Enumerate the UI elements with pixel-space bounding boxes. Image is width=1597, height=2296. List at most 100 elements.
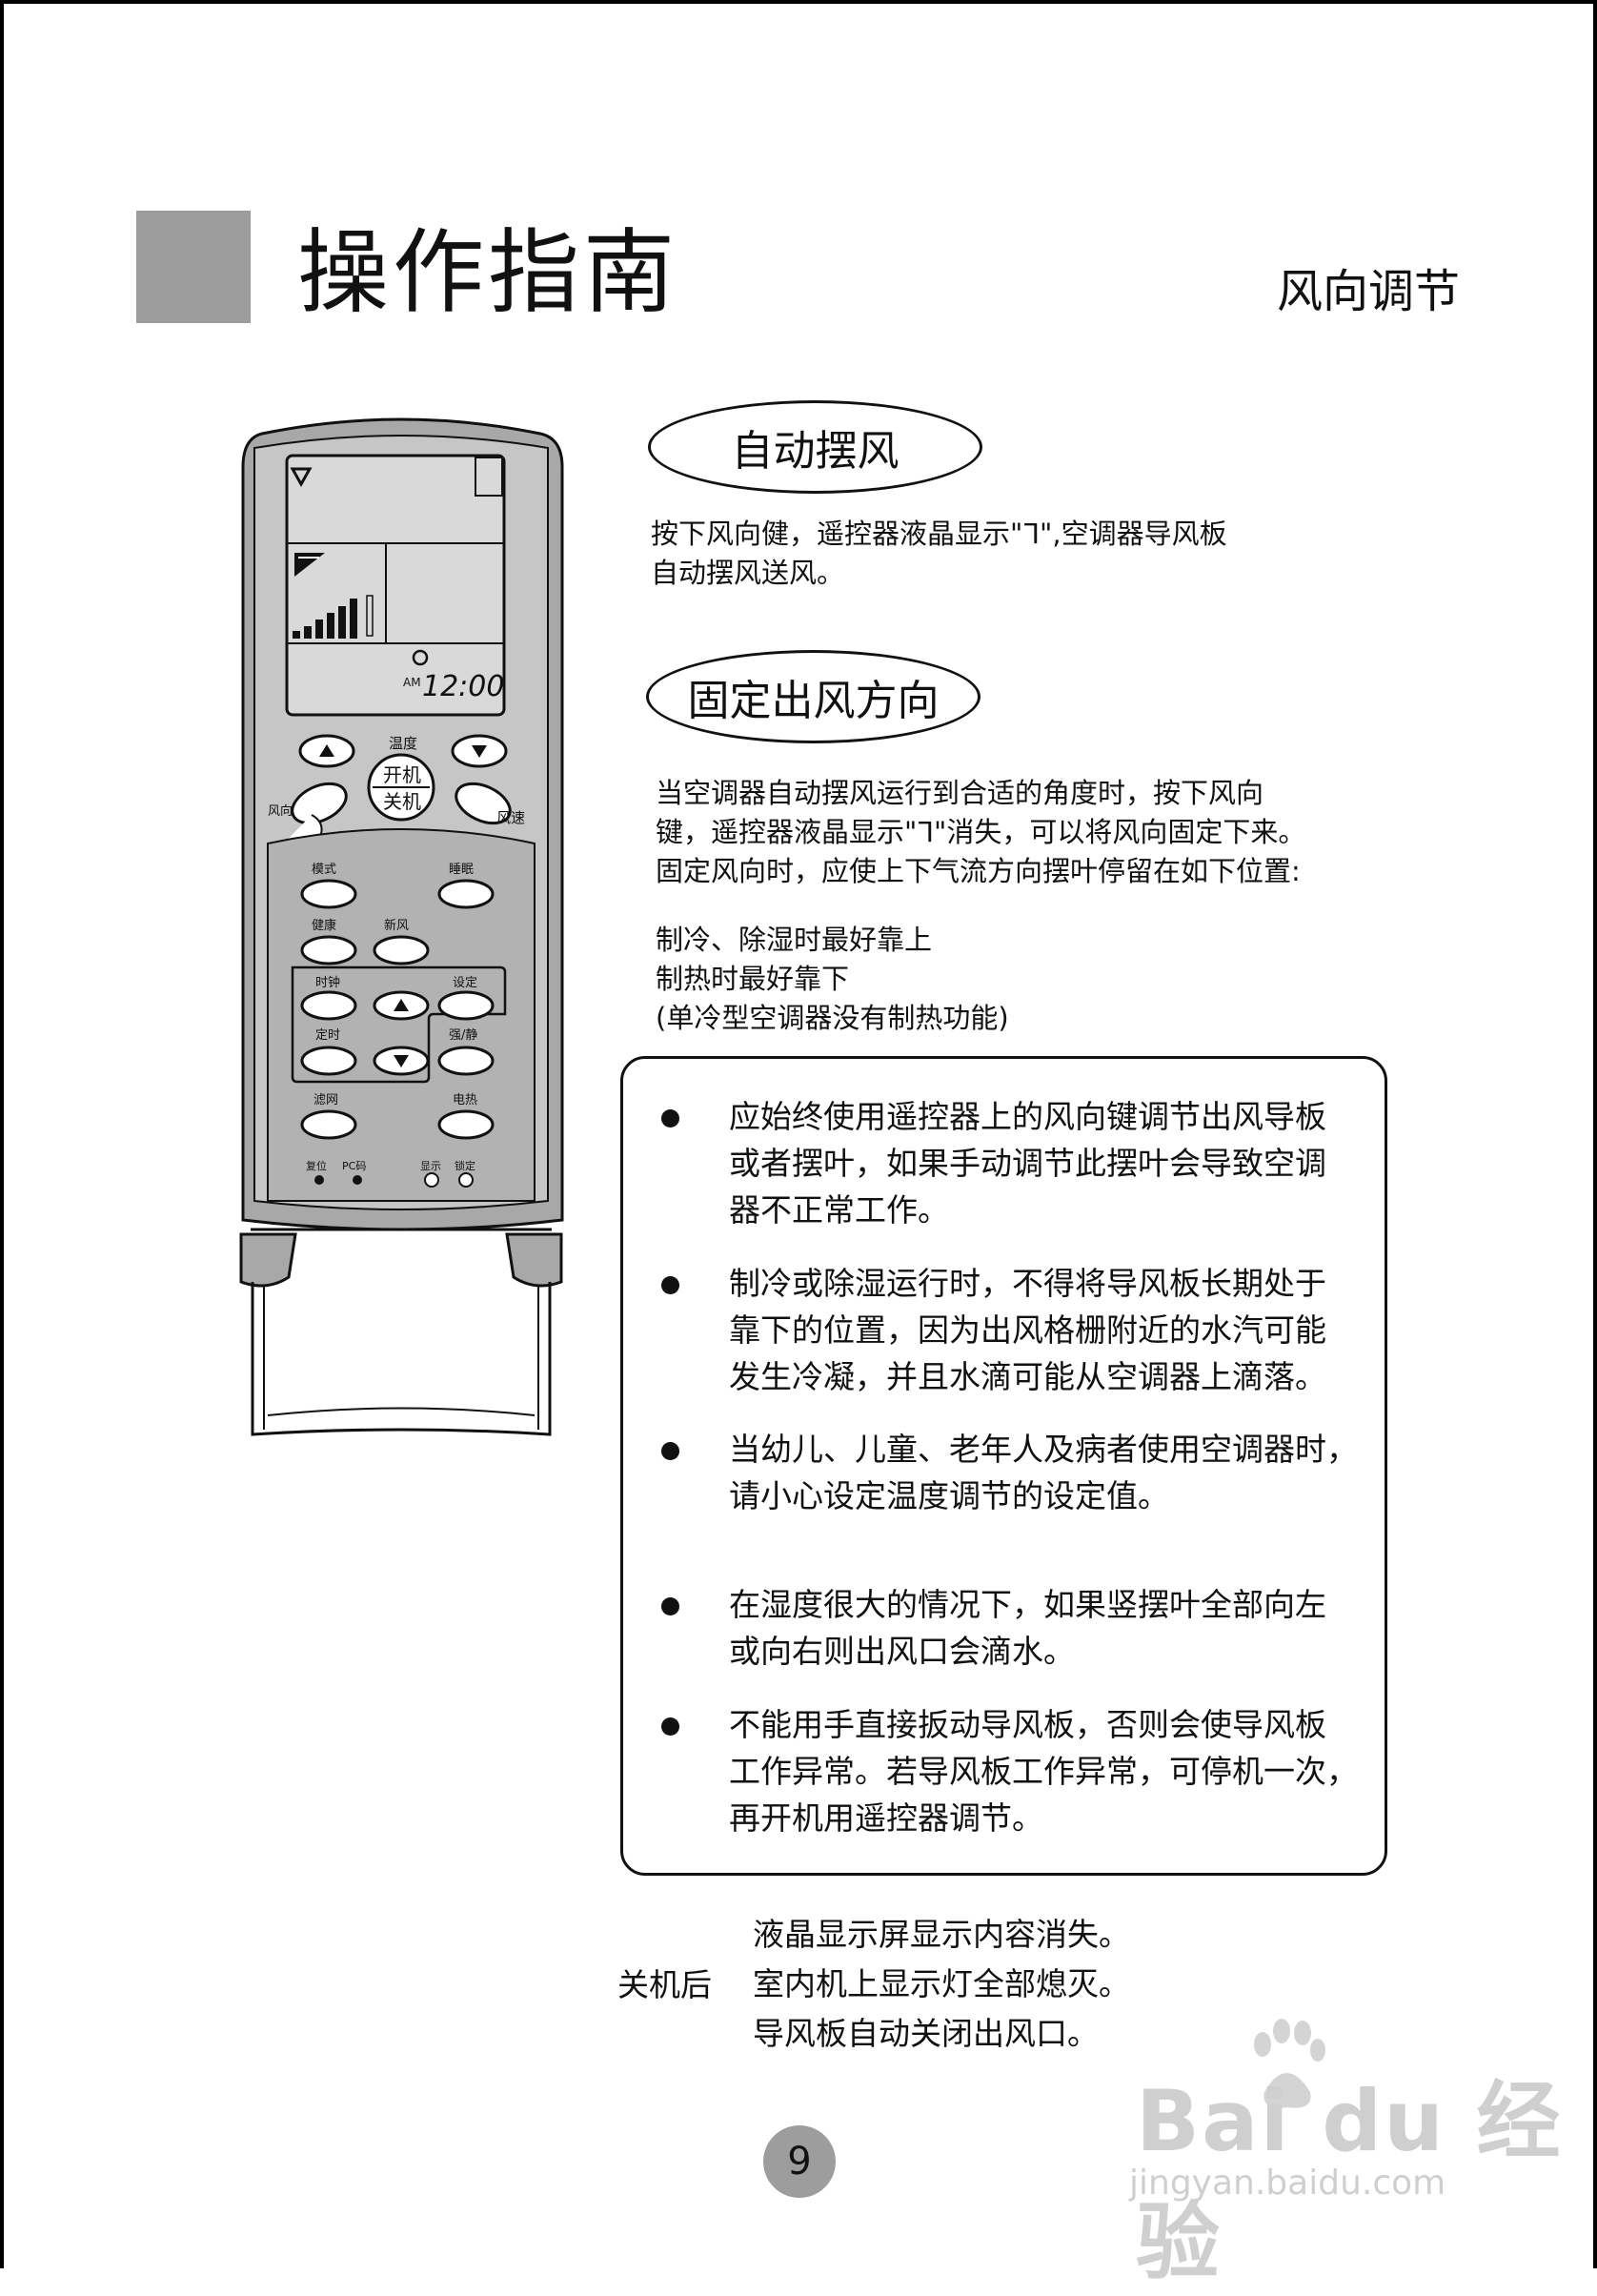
mode-button[interactable] xyxy=(300,879,357,909)
text-line: 制冷、除湿时最好靠上 xyxy=(656,924,933,956)
note-line: 或者摆叶，如果手动调节此摆叶会导致空调 xyxy=(729,1145,1326,1182)
bullet-icon xyxy=(661,1717,679,1736)
display-button[interactable] xyxy=(424,1172,439,1188)
after-off-description: 液晶显示屏显示内容消失。 室内机上显示灯全部熄灭。 导风板自动关闭出风口。 xyxy=(753,1910,1130,2059)
auto-swing-heading: 自动摆风 xyxy=(648,400,982,494)
clock-label: 时钟 xyxy=(315,975,340,990)
bullet-icon xyxy=(661,1276,679,1294)
remote-cover xyxy=(239,1228,563,1436)
note-line: 当幼儿、儿童、老年人及病者使用空调器时， xyxy=(729,1431,1358,1468)
lock-button[interactable] xyxy=(458,1172,474,1188)
page-border-right xyxy=(1593,0,1597,2268)
temp-up-button[interactable] xyxy=(298,734,355,768)
note-item: 应始终使用遥控器上的风向键调节出风导板 或者摆叶，如果手动调节此摆叶会导致空调 … xyxy=(661,1093,1326,1233)
note-line: 工作异常。若导风板工作异常，可停机一次， xyxy=(729,1753,1358,1790)
swing-button[interactable] xyxy=(286,776,353,831)
note-line: 制冷或除湿运行时，不得将导风板长期处于 xyxy=(729,1265,1326,1302)
watermark-url: jingyan.baidu.com xyxy=(1129,2164,1446,2203)
fresh-label: 新风 xyxy=(384,918,409,933)
clock-button[interactable] xyxy=(300,990,357,1021)
heater-button[interactable] xyxy=(437,1109,495,1140)
note-line: 器不正常工作。 xyxy=(729,1191,949,1229)
text-line: 液晶显示屏显示内容消失。 xyxy=(753,1916,1130,1953)
sleep-label: 睡眠 xyxy=(449,863,474,877)
after-off-label: 关机后 xyxy=(617,1966,712,2003)
note-line: 在湿度很大的情况下，如果竖摆叶全部向左 xyxy=(729,1586,1326,1623)
swing-icon xyxy=(294,553,325,577)
note-line: 或向右则出风口会滴水。 xyxy=(729,1633,1075,1670)
note-line: 不能用手直接扳动导风板，否则会使导风板 xyxy=(729,1706,1326,1743)
note-line: 应始终使用遥控器上的风向键调节出风导板 xyxy=(729,1098,1326,1135)
lcd-time: 12:00 xyxy=(422,670,504,703)
text-line: 按下风向健，遥控器液晶显示"ᒣ",空调器导风板 xyxy=(651,518,1227,550)
section-label: 风向调节 xyxy=(1277,265,1461,318)
bullet-icon xyxy=(661,1597,679,1615)
set-button[interactable] xyxy=(437,990,495,1021)
time-down-button[interactable] xyxy=(373,1046,430,1076)
text-line: 固定风向时，应使上下气流方向摆叶停留在如下位置: xyxy=(656,855,1301,887)
note-line: 靠下的位置，因为出风格栅附近的水汽可能 xyxy=(729,1311,1326,1349)
temp-label: 温度 xyxy=(389,735,417,752)
bullet-icon xyxy=(661,1109,679,1128)
note-line: 发生冷凝，并且水滴可能从空调器上滴落。 xyxy=(729,1358,1326,1395)
timer-button[interactable] xyxy=(300,1046,357,1076)
filter-button[interactable] xyxy=(300,1109,357,1140)
sleep-button[interactable] xyxy=(437,879,495,909)
page-border-left xyxy=(0,0,4,2268)
power-on-label: 开机 xyxy=(383,763,421,786)
text-line: 当空调器自动摆风运行到合适的角度时，按下风向 xyxy=(656,777,1264,809)
text-line: 键，遥控器液晶显示"ᒣ"消失，可以将风向固定下来。 xyxy=(656,816,1306,848)
text-line: 室内机上显示灯全部熄灭。 xyxy=(753,1965,1130,2002)
text-line: 自动摆风送风。 xyxy=(651,557,845,589)
text-line: 制热时最好靠下 xyxy=(656,963,850,995)
speed-button[interactable] xyxy=(450,776,516,831)
timer-label: 定时 xyxy=(315,1028,340,1043)
fixed-direction-description: 当空调器自动摆风运行到合适的角度时，按下风向 键，遥控器液晶显示"ᒣ"消失，可以… xyxy=(656,774,1305,891)
page-number: 9 xyxy=(763,2125,836,2198)
fixed-direction-positions: 制冷、除湿时最好靠上 制热时最好靠下 (单冷型空调器没有制热功能) xyxy=(656,921,1009,1038)
turbo-quiet-button[interactable] xyxy=(437,1046,495,1076)
page-border-top xyxy=(0,0,1597,4)
speed-label: 风速 xyxy=(496,809,525,826)
pc-code-button[interactable] xyxy=(353,1175,362,1185)
fixed-direction-heading: 固定出风方向 xyxy=(646,650,980,743)
mode-label: 模式 xyxy=(312,863,336,877)
note-item: 当幼儿、儿童、老年人及病者使用空调器时， 请小心设定温度调节的设定值。 xyxy=(661,1426,1358,1519)
caution-notes-box: 应始终使用遥控器上的风向键调节出风导板 或者摆叶，如果手动调节此摆叶会导致空调 … xyxy=(620,1056,1387,1876)
swing-label: 风向 xyxy=(268,803,293,819)
bullet-icon xyxy=(661,1442,679,1460)
health-label: 健康 xyxy=(312,918,336,933)
baidu-paw-logo xyxy=(1254,2019,1325,2108)
power-button[interactable]: 开机 关机 xyxy=(367,753,435,822)
auto-swing-description: 按下风向健，遥控器液晶显示"ᒣ",空调器导风板 自动摆风送风。 xyxy=(651,515,1227,593)
filter-label: 滤网 xyxy=(313,1093,338,1107)
set-label: 设定 xyxy=(453,976,477,990)
power-off-label: 关机 xyxy=(383,790,421,813)
fan-speed-icon xyxy=(293,595,374,639)
turbo-quiet-label: 强/静 xyxy=(449,1028,477,1043)
note-line: 请小心设定温度调节的设定值。 xyxy=(729,1477,1169,1514)
time-up-button[interactable] xyxy=(373,990,430,1021)
note-line: 再开机用遥控器调节。 xyxy=(729,1799,1043,1837)
page-title: 操作指南 xyxy=(297,219,678,326)
watermark-brand: Bai du 经验 xyxy=(1136,2072,1563,2291)
temp-down-button[interactable] xyxy=(451,734,508,768)
text-line: (单冷型空调器没有制热功能) xyxy=(656,1002,1009,1034)
pc-code-label: PC码 xyxy=(342,1160,366,1172)
reset-label: 复位 xyxy=(306,1159,327,1172)
lock-label: 锁定 xyxy=(455,1159,475,1172)
note-item: 不能用手直接扳动导风板，否则会使导风板 工作异常。若导风板工作异常，可停机一次，… xyxy=(661,1701,1358,1841)
fresh-button[interactable] xyxy=(373,935,430,965)
heater-label: 电热 xyxy=(453,1093,477,1107)
reset-button[interactable] xyxy=(314,1175,324,1185)
note-item: 在湿度很大的情况下，如果竖摆叶全部向左 或向右则出风口会滴水。 xyxy=(661,1581,1326,1675)
display-label: 显示 xyxy=(420,1160,441,1172)
remote-control-illustration: AM 12:00 温度 开机 关机 风向 风速 模式 睡眠 健康 新风 时钟 设… xyxy=(239,417,564,1436)
lcd-am: AM xyxy=(403,676,421,689)
note-item: 制冷或除湿运行时，不得将导风板长期处于 靠下的位置，因为出风格栅附近的水汽可能 … xyxy=(661,1260,1326,1400)
health-button[interactable] xyxy=(300,935,357,965)
header-marker-block xyxy=(136,211,251,323)
clock-icon xyxy=(412,649,429,666)
lcd-screen xyxy=(285,454,506,717)
text-line: 导风板自动关闭出风口。 xyxy=(753,2015,1099,2052)
